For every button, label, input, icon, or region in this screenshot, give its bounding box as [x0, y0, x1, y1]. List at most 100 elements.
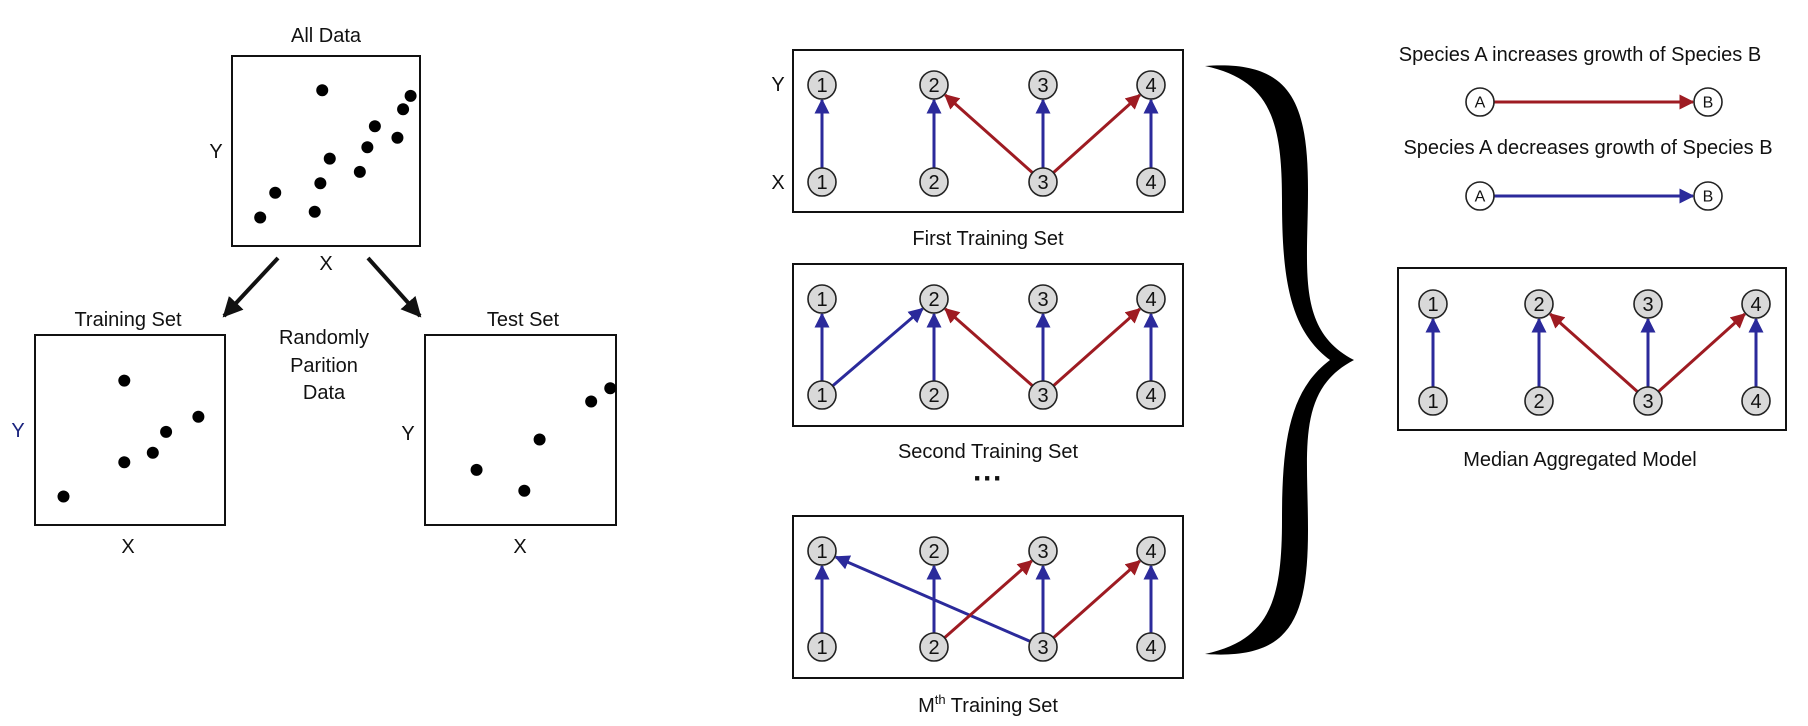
svg-text:4: 4 [1750, 391, 1761, 413]
graph-node: 3 [1633, 386, 1663, 416]
edge-increase [1549, 312, 1639, 393]
scatter-point [585, 395, 598, 408]
edge-increase [1657, 312, 1746, 393]
scatter-point [118, 374, 131, 387]
all-data-y-label: Y [209, 141, 222, 163]
graph-node: 2 [919, 167, 949, 197]
svg-text:2: 2 [1533, 294, 1544, 316]
svg-text:B: B [1703, 189, 1714, 206]
partition-arrow-left [222, 256, 280, 318]
training-set-points [57, 374, 205, 503]
svg-text:3: 3 [1037, 172, 1048, 194]
graph-node: B [1693, 181, 1723, 211]
training-set-panel: Training Set Y X [11, 309, 226, 558]
svg-text:2: 2 [928, 637, 939, 659]
all-data-panel: All Data Y X [209, 25, 421, 275]
svg-text:3: 3 [1037, 385, 1048, 407]
svg-text:1: 1 [1427, 391, 1438, 413]
svg-text:4: 4 [1145, 172, 1156, 194]
graph-node: 3 [1028, 380, 1058, 410]
test-set-plot-frame [424, 334, 617, 526]
network-frame [792, 263, 1184, 427]
scatter-point [533, 433, 546, 446]
graph-node: 4 [1741, 386, 1771, 416]
scatter-point [368, 120, 381, 133]
graph-node: 2 [1524, 289, 1554, 319]
scatter-point [397, 103, 410, 116]
edge-increase [1052, 93, 1141, 174]
svg-text:3: 3 [1037, 75, 1048, 97]
scatter-point [353, 165, 366, 178]
edge-increase [944, 93, 1034, 174]
graph-node: A [1465, 87, 1495, 117]
edge-increase [1052, 307, 1141, 387]
graph-node: 1 [1418, 289, 1448, 319]
scatter-point [604, 382, 617, 395]
svg-text:4: 4 [1145, 385, 1156, 407]
caption-m: M [918, 695, 935, 717]
legend-increase-text: Species A increases growth of Species B [1399, 44, 1761, 66]
graph-node: 2 [1524, 386, 1554, 416]
graph-edges [814, 93, 1159, 174]
scatter-point [314, 177, 327, 190]
partition-label-line-3: Data [303, 382, 346, 404]
svg-text:1: 1 [816, 172, 827, 194]
graph-node: 2 [919, 70, 949, 100]
graph-node: 1 [807, 167, 837, 197]
svg-text:1: 1 [816, 75, 827, 97]
svg-text:2: 2 [928, 541, 939, 563]
partition-label-line-1: Randomly [279, 327, 369, 349]
test-set-x-label: X [513, 536, 526, 558]
svg-text:3: 3 [1642, 391, 1653, 413]
scatter-point [57, 490, 70, 503]
svg-text:3: 3 [1037, 637, 1048, 659]
scatter-point [118, 456, 131, 469]
training-set-plot-frame [34, 334, 226, 526]
all-data-plot-frame [231, 55, 421, 247]
svg-text:2: 2 [928, 385, 939, 407]
network-frame [792, 49, 1184, 213]
aggregation-brace [1205, 65, 1354, 655]
network-frame [792, 515, 1184, 679]
graph-node: 3 [1028, 70, 1058, 100]
graph-node: 3 [1028, 167, 1058, 197]
network-caption: First Training Set [912, 228, 1064, 250]
graph-edges [1425, 312, 1764, 393]
svg-text:1: 1 [816, 385, 827, 407]
svg-text:4: 4 [1145, 289, 1156, 311]
network-x-axis-label: X [771, 172, 784, 194]
svg-text:1: 1 [1427, 294, 1438, 316]
graph-node: 4 [1136, 284, 1166, 314]
svg-text:2: 2 [928, 75, 939, 97]
graph-node: 4 [1136, 632, 1166, 662]
edge-decrease [834, 555, 1031, 643]
network-caption: Second Training Set [898, 441, 1079, 463]
svg-text:4: 4 [1145, 637, 1156, 659]
svg-text:3: 3 [1037, 541, 1048, 563]
svg-text:1: 1 [816, 541, 827, 563]
graph-node: 3 [1633, 289, 1663, 319]
svg-text:2: 2 [928, 172, 939, 194]
graph-node: 4 [1136, 536, 1166, 566]
svg-text:A: A [1475, 189, 1486, 206]
graph-node: 1 [807, 536, 837, 566]
svg-text:B: B [1703, 95, 1714, 112]
graph-node: 1 [1418, 386, 1448, 416]
training-set-y-label: Y [11, 420, 24, 442]
network-y-axis-label: Y [771, 74, 784, 96]
all-data-title: All Data [291, 25, 362, 47]
graph-edges [814, 555, 1159, 643]
svg-text:4: 4 [1145, 75, 1156, 97]
partition-label-line-2: Parition [290, 355, 358, 377]
test-set-points [470, 382, 617, 497]
aggregated-frame [1397, 267, 1787, 431]
scatter-point [323, 152, 336, 165]
scatter-point [308, 205, 321, 218]
graph-node: A [1465, 181, 1495, 211]
